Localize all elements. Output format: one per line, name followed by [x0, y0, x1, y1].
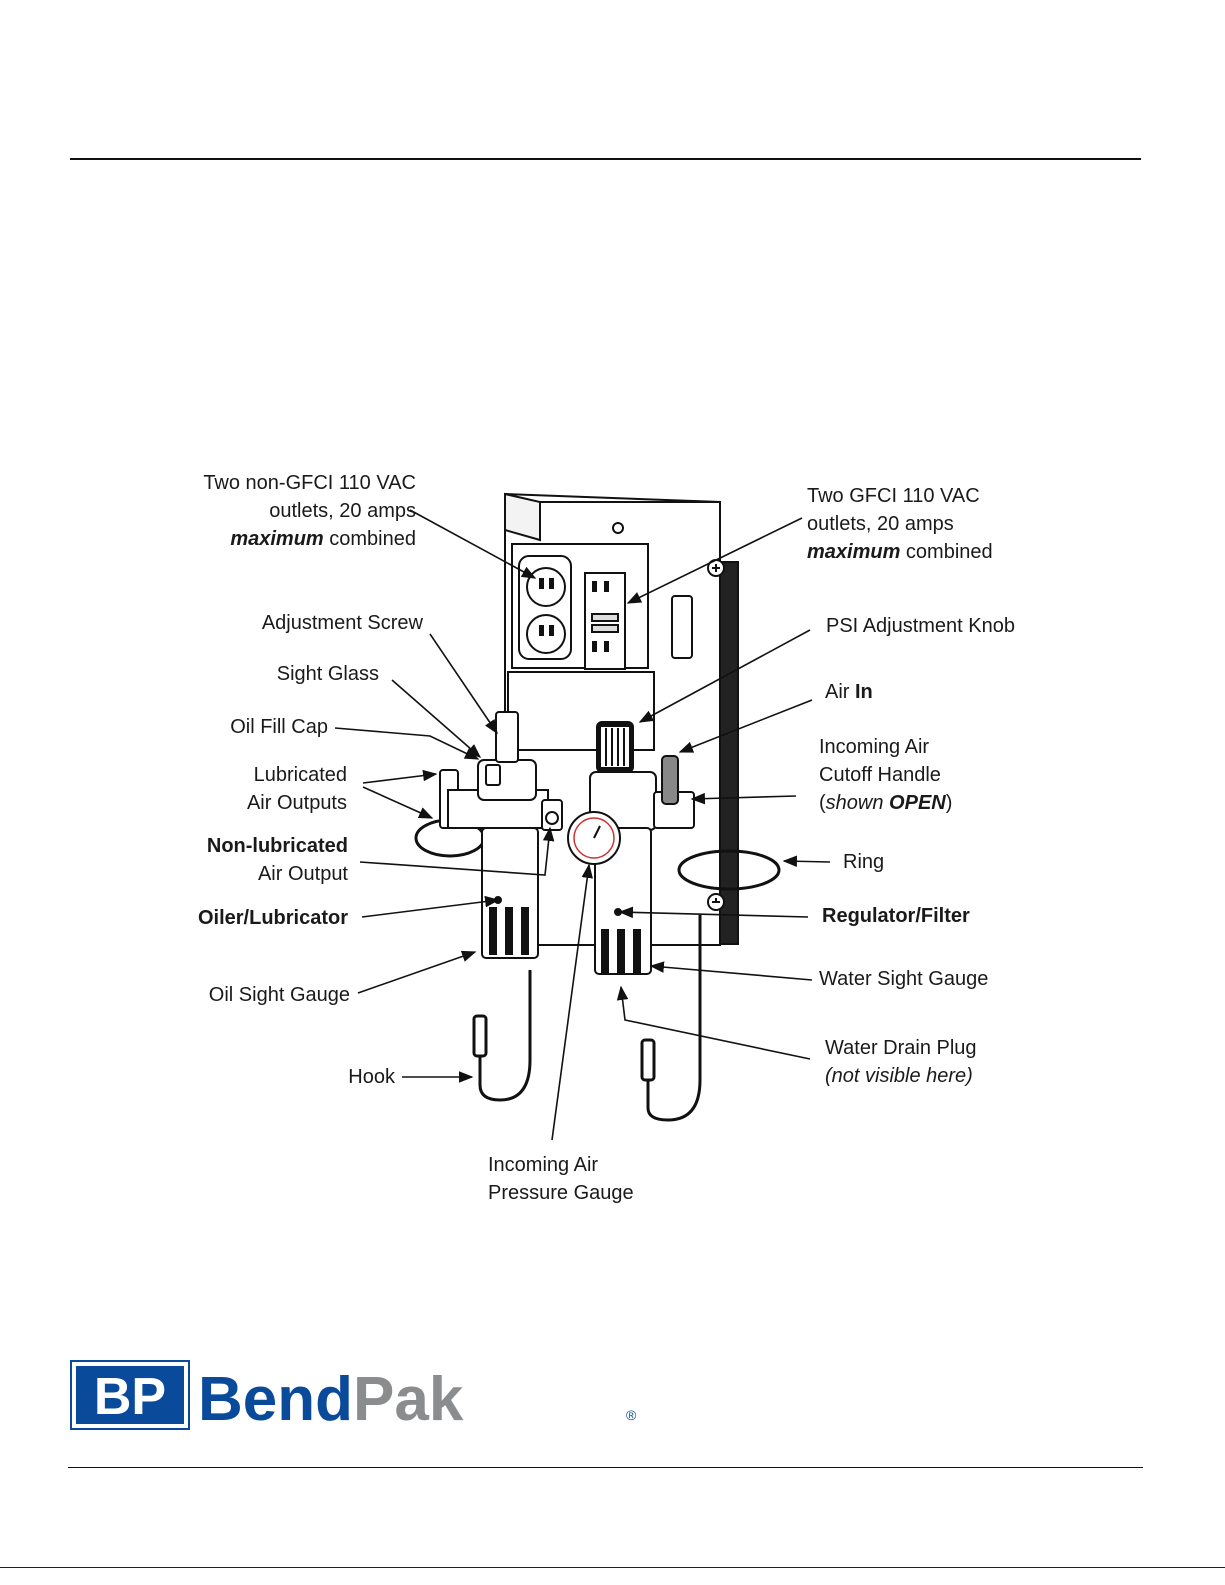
psi-knob-label: PSI Adjustment Knob: [826, 615, 1016, 637]
non-gfci-line-1: Two non-GFCI 110 VAC: [203, 472, 416, 494]
cutoff-shown: shown: [825, 792, 890, 814]
footer-rule: [68, 1467, 1143, 1468]
air-in-emphasis: In: [855, 681, 873, 703]
logo-registered: ®: [626, 1407, 637, 1423]
cutoff-paren-open: (: [819, 792, 826, 814]
lubricated-outputs-label: Lubricated Air Outputs: [247, 761, 347, 817]
gfci-line-2: outlets, 20 amps: [807, 513, 954, 535]
adjustment-screw-label: Adjustment Screw: [261, 612, 423, 634]
gfci-line-1: Two GFCI 110 VAC: [807, 485, 980, 507]
logo-monogram: BP: [94, 1368, 166, 1426]
air-in-label: Air In: [825, 678, 873, 706]
non-gfci-line-3: maximum combined: [203, 525, 416, 553]
gfci-emphasis: maximum: [807, 541, 901, 563]
bendpak-logo: BP BendPak ®: [70, 1360, 637, 1432]
ring-label: Ring: [843, 851, 885, 873]
non-lubricated-output-label: Non-lubricated Air Output: [207, 832, 348, 888]
pressure-gauge-line-1: Incoming Air: [488, 1154, 599, 1176]
lubricated-line-1: Lubricated: [253, 764, 347, 786]
lubricated-line-2: Air Outputs: [246, 792, 347, 814]
pressure-gauge-line-2: Pressure Gauge: [488, 1182, 634, 1204]
panel-screws: [707, 559, 725, 911]
pressure-gauge-label: Incoming Air Pressure Gauge: [488, 1151, 634, 1207]
gfci-combined: combined: [900, 541, 993, 563]
water-drain-plug-label: Water Drain Plug (not visible here): [825, 1034, 977, 1090]
page-bottom-rule: [0, 1567, 1225, 1568]
cutoff-line-1: Incoming Air: [819, 736, 930, 758]
hook-label: Hook: [348, 1066, 395, 1088]
header-rule: [70, 158, 1141, 160]
non-gfci-combined: combined: [323, 528, 416, 550]
regulator-unit: [567, 721, 695, 975]
non-gfci-outlets-label: Two non-GFCI 110 VAC outlets, 20 amps ma…: [203, 469, 416, 553]
oil-fill-cap-label: Oil Fill Cap: [230, 716, 328, 738]
water-drain-line-1: Water Drain Plug: [825, 1037, 977, 1059]
non-gfci-line-2: outlets, 20 amps: [269, 500, 416, 522]
non-lubricated-line-1: Non-lubricated: [206, 835, 348, 857]
water-drain-line-2: (not visible here): [825, 1065, 973, 1087]
hooks: [472, 915, 702, 1122]
cutoff-line-2: Cutoff Handle: [819, 764, 941, 786]
non-gfci-emphasis: maximum: [230, 528, 324, 550]
outlet-plate: [511, 543, 649, 670]
water-sight-gauge-label: Water Sight Gauge: [819, 968, 989, 990]
cutoff-handle-label: Incoming Air Cutoff Handle (shown OPEN): [819, 733, 952, 817]
leader-lines: [334, 509, 831, 1141]
right-ring: [677, 849, 781, 891]
logo-wordmark: BendPak: [198, 1365, 464, 1432]
gfci-outlets-label: Two GFCI 110 VAC outlets, 20 amps maximu…: [807, 482, 993, 566]
non-lubricated-line-2: Air Output: [257, 863, 348, 885]
oiler-unit: [439, 711, 563, 959]
air-in-prefix: Air: [825, 681, 855, 703]
gfci-line-3: maximum combined: [807, 538, 993, 566]
cutoff-open: OPEN: [889, 792, 946, 814]
cutoff-paren-close: ): [945, 792, 953, 814]
oil-sight-gauge-label: Oil Sight Gauge: [208, 984, 350, 1006]
cutoff-line-3: (shown OPEN): [819, 789, 952, 817]
oiler-lubricator-label: Oiler/Lubricator: [197, 907, 348, 929]
sight-glass-label: Sight Glass: [276, 663, 379, 685]
regulator-filter-label: Regulator/Filter: [822, 905, 970, 927]
